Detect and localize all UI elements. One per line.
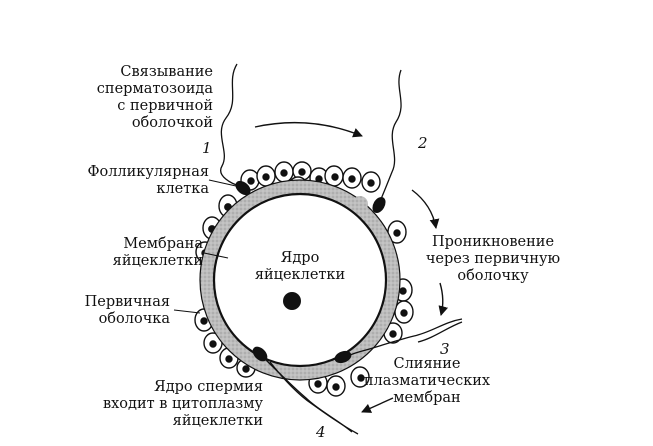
- process-arrows: [254, 121, 449, 413]
- sperm-step-2: [352, 69, 402, 214]
- label-follicular-cell: Фолликулярная клетка: [87, 164, 209, 197]
- label-sperm-nucleus: Ядро спермия входит в цитоплазму яйцекле…: [102, 379, 263, 429]
- step-number-3: 3: [440, 340, 450, 358]
- label-egg-nucleus: Ядро яйцеклетки: [254, 250, 346, 283]
- step-number-4: 4: [316, 423, 326, 441]
- egg-nucleus-dot: [283, 292, 301, 310]
- step-number-1: 1: [202, 139, 212, 157]
- sperm-step-1: [220, 63, 251, 196]
- label-binding: Связывание сперматозоида с первичной обо…: [96, 64, 213, 131]
- follicular-cells: [194, 161, 414, 397]
- sperm-step-4: [252, 346, 359, 435]
- step-number-2: 2: [418, 134, 428, 152]
- label-membrane-fusion: Слияние плазматических мембран: [363, 356, 491, 406]
- egg-membrane: [212, 192, 388, 368]
- leader-lines: [173, 179, 237, 314]
- label-penetration: Проникновение через первичную оболочку: [425, 234, 561, 284]
- label-primary-envelope: Первичная оболочка: [84, 294, 170, 327]
- sperm-step-3: [334, 318, 463, 364]
- label-egg-membrane: Мембрана яйцеклетки: [112, 236, 203, 269]
- primary-envelope-ring: [200, 180, 400, 380]
